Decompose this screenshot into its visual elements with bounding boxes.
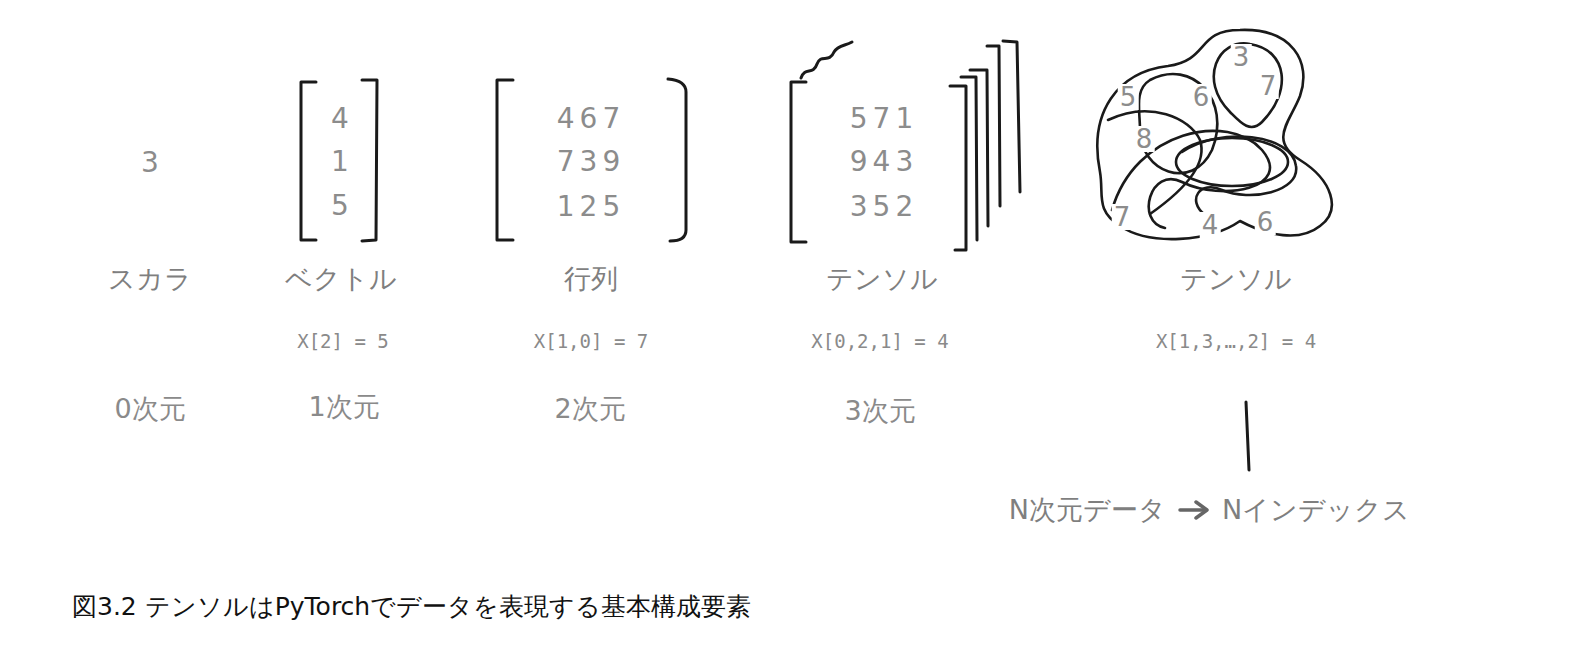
label-slot: Nインデックス [1222,495,1410,525]
vector-element: 1 [331,147,349,178]
dimension-label: 2次元 [554,394,625,424]
vector-bracket [301,82,316,240]
tensor-bracket [791,82,806,242]
label-slot: 1 [331,147,349,178]
tensor-bracket-stack [1003,41,1020,192]
label-slot: 6 [1191,84,1212,110]
label-slot: 3次元 [844,396,915,426]
tensor-element: 6 [1191,84,1212,110]
leader-line [1246,402,1249,470]
figure-caption: 図3.2 テンソルはPyTorchでデータを表現する基本構成要素 [72,593,751,621]
tensor-row: 352 [850,192,918,223]
index-example: X[2] = 5 [297,331,389,352]
note-text: N次元データ [1009,495,1166,525]
arrow-line [1180,508,1204,512]
label-slot: 6 [1255,209,1276,235]
tensor-bracket-stack [801,42,852,78]
vector-element: 4 [331,104,349,135]
matrix-row: 467 [557,104,625,135]
arrow-head [1196,502,1207,518]
label-slot: 2次元 [554,394,625,424]
tensor-bracket-stack [970,70,988,226]
tensor-element: 7 [1258,73,1279,99]
label-slot: 739 [557,147,625,178]
tensor-element: 5 [1118,84,1139,110]
label-slot: ベクトル [285,264,397,294]
index-example: X[0,2,1] = 4 [811,331,948,352]
label-slot: 4 [1200,212,1221,238]
tensor-element: 8 [1134,126,1155,152]
label-slot: 5 [331,191,349,222]
tensor-bracket-stack [961,77,977,240]
tensor-element: 6 [1255,209,1276,235]
label-slot: 943 [850,147,918,178]
label-slot: テンソル [1180,264,1292,294]
tensor-row: 943 [850,147,918,178]
label-slot: 7 [1258,73,1279,99]
label-slot: 4 [331,104,349,135]
label-slot: X[1,0] = 7 [534,331,648,352]
kind-name: テンソル [1180,264,1292,294]
vector-bracket [362,80,377,241]
dimension-label: 3次元 [844,396,915,426]
label-slot: 1次元 [308,392,379,422]
index-example: X[1,3,…,2] = 4 [1156,331,1316,352]
kind-name: ベクトル [285,264,397,294]
tensor-bracket [950,86,966,250]
label-slot: 571 [850,104,918,135]
label-slot: X[1,3,…,2] = 4 [1156,331,1316,352]
matrix-bracket [668,79,686,241]
index-example: X[1,0] = 7 [534,331,648,352]
label-slot: 7 [1112,204,1133,230]
label-slot: 5 [1118,84,1139,110]
tensor-bracket-stack [987,46,1000,206]
scalar-value: 3 [141,148,159,179]
label-slot: テンソル [826,264,938,294]
label-slot: N次元データ [1009,495,1166,525]
tensor-element: 7 [1112,204,1133,230]
tensor-row: 571 [850,104,918,135]
caption-slot: 図3.2 テンソルはPyTorchでデータを表現する基本構成要素 [72,593,751,621]
matrix-bracket [497,80,513,240]
matrix-row: 125 [557,192,625,223]
kind-name: スカラ [108,264,192,294]
tensor-element: 3 [1231,44,1252,70]
label-slot: X[0,2,1] = 4 [811,331,948,352]
label-slot: スカラ [108,264,192,294]
label-slot: 0次元 [114,394,185,424]
label-slot: X[2] = 5 [297,331,389,352]
label-slot: 467 [557,104,625,135]
label-slot: 352 [850,192,918,223]
vector-element: 5 [331,191,349,222]
kind-name: テンソル [826,264,938,294]
label-slot: 3 [1231,44,1252,70]
note-text: Nインデックス [1222,495,1410,525]
kind-name: 行列 [564,264,618,294]
label-slot: 8 [1134,126,1155,152]
label-slot: 行列 [564,264,618,294]
label-slot: 125 [557,192,625,223]
dimension-label: 1次元 [308,392,379,422]
dimension-label: 0次元 [114,394,185,424]
label-slot: 3 [141,148,159,179]
tensor-element: 4 [1200,212,1221,238]
matrix-row: 739 [557,147,625,178]
tensor-blob [1097,30,1331,239]
